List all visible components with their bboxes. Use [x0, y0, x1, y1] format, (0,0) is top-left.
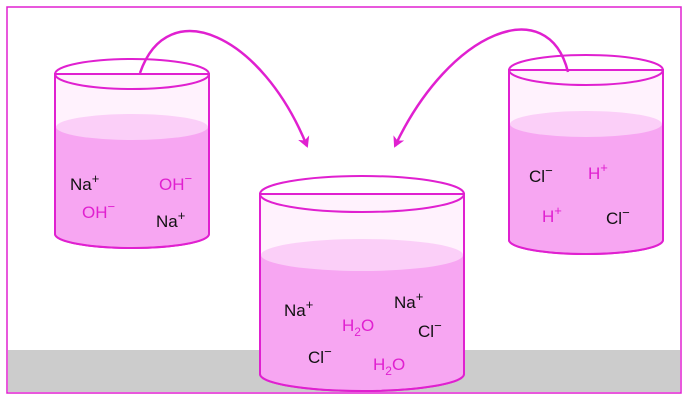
beaker-left-liquid-surface: [56, 114, 208, 140]
ion-label: H+: [588, 160, 608, 183]
ion-label: OH−: [159, 171, 192, 194]
beaker-center-liquid: [261, 255, 463, 390]
beaker-center-rim: [259, 175, 465, 213]
beaker-left: Na+ OH− OH− Na+: [54, 58, 210, 249]
ion-label: H2O: [373, 355, 405, 378]
ion-label: Cl−: [529, 163, 553, 186]
beaker-center: Na+ H2O Na+ Cl− Cl− H2O: [259, 175, 465, 392]
beaker-left-rim: [54, 58, 210, 90]
beaker-right-liquid: [510, 124, 662, 253]
ion-label: Na+: [284, 297, 313, 320]
ion-label: Cl−: [308, 344, 332, 367]
ion-label: H2O: [342, 316, 374, 339]
ion-label: Na+: [70, 171, 99, 194]
ion-label: Cl−: [606, 205, 630, 228]
beaker-left-liquid: [56, 127, 208, 247]
ion-label: Na+: [156, 208, 185, 231]
ion-label: OH−: [82, 199, 115, 222]
beaker-right-rim: [508, 54, 664, 86]
beaker-right: Cl− H+ H+ Cl−: [508, 54, 664, 255]
pour-arrow-right: [393, 28, 570, 148]
beaker-right-liquid-surface: [510, 111, 662, 137]
ion-label: Cl−: [418, 318, 442, 341]
beaker-center-liquid-surface: [261, 239, 463, 271]
ion-label: Na+: [394, 289, 423, 312]
pour-arrow-left: [138, 30, 310, 148]
frame: [6, 6, 682, 394]
ion-label: H+: [542, 203, 562, 226]
